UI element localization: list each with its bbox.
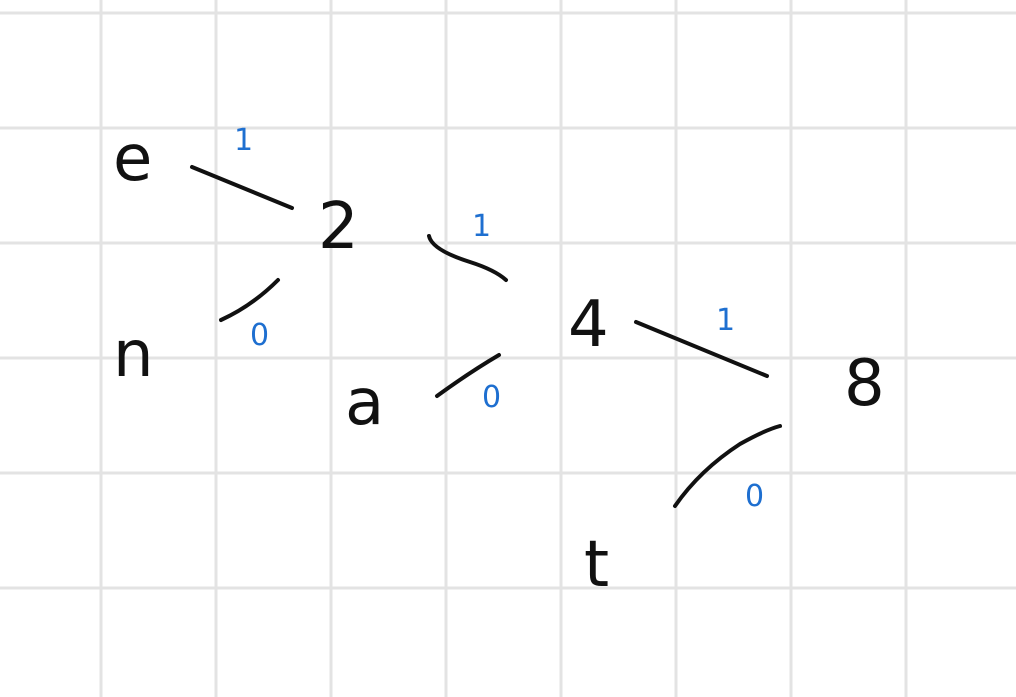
edge-label-2-to-4: 1 [472,209,491,244]
edge-t-to-8 [673,424,782,508]
edge-a-to-4 [435,353,501,398]
edge-4-to-8 [634,320,769,378]
node-4: 4 [568,288,609,362]
edge-n-to-2 [219,278,280,322]
node-2: 2 [318,190,359,264]
node-a: a [345,366,384,440]
edge-e-to-2 [190,165,294,210]
edge-label-t-to-8: 0 [745,479,764,514]
node-8: 8 [844,347,885,421]
edge-labels: 1 0 1 0 1 0 [234,123,764,514]
nodes: e n a t 2 4 8 [113,122,885,602]
edges [190,165,782,508]
node-t: t [584,528,609,602]
edge-label-e-to-2: 1 [234,123,253,158]
edge-label-a-to-4: 0 [482,380,501,415]
node-n: n [113,318,154,392]
node-e: e [113,122,152,196]
edge-label-4-to-8: 1 [716,303,735,338]
edge-2-to-4 [427,234,508,282]
edge-label-n-to-2: 0 [250,318,269,353]
